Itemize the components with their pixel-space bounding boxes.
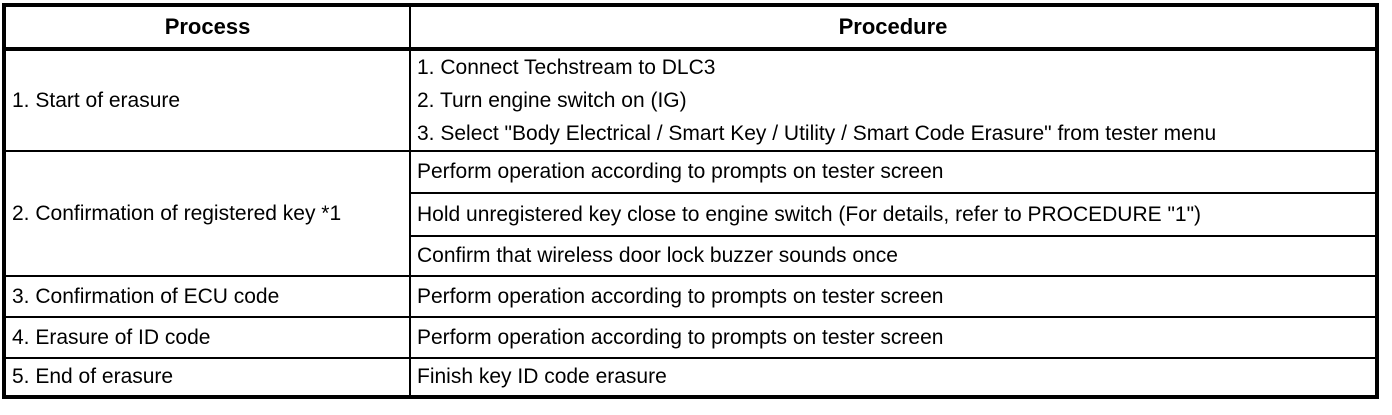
- process-cell: 3. Confirmation of ECU code: [3, 275, 411, 318]
- procedure-step: 1. Connect Techstream to DLC3: [417, 56, 716, 79]
- procedure-cell: Perform operation according to prompts o…: [409, 316, 1378, 359]
- procedure-cell: Perform operation according to prompts o…: [409, 275, 1378, 318]
- procedure-cell: Hold unregistered key close to engine sw…: [409, 192, 1378, 237]
- process-procedure-table: Process Procedure 1. Start of erasure 1.…: [2, 3, 1379, 399]
- process-cell: 2. Confirmation of registered key *1: [3, 150, 411, 277]
- column-header-procedure: Procedure: [409, 4, 1378, 51]
- process-cell: 4. Erasure of ID code: [3, 316, 411, 359]
- table-row: Hold unregistered key close to engine sw…: [4, 192, 1378, 237]
- table-row: 3. Confirmation of ECU code Perform oper…: [3, 275, 1378, 318]
- procedure-cell: Finish key ID code erasure: [409, 357, 1378, 398]
- column-header-process: Process: [3, 4, 411, 51]
- table-row: 5. End of erasure Finish key ID code era…: [3, 357, 1378, 398]
- table-header-row: Process Procedure: [3, 4, 1378, 51]
- process-cell: 5. End of erasure: [3, 357, 411, 398]
- table-row: 4. Erasure of ID code Perform operation …: [3, 316, 1378, 359]
- table-row: 1. Start of erasure 1. Connect Techstrea…: [3, 48, 1378, 152]
- table-row: 2. Confirmation of registered key *1 Per…: [3, 150, 1378, 277]
- process-cell: 1. Start of erasure: [3, 48, 411, 152]
- table-row: Confirm that wireless door lock buzzer s…: [4, 235, 1378, 277]
- procedure-cell: 1. Connect Techstream to DLC3 2. Turn en…: [409, 48, 1378, 152]
- procedure-cell: Perform operation according to prompts o…: [409, 150, 1378, 194]
- procedure-step: 3. Select "Body Electrical / Smart Key /…: [417, 122, 1217, 145]
- procedure-cell: Confirm that wireless door lock buzzer s…: [409, 235, 1378, 277]
- procedure-step: 2. Turn engine switch on (IG): [417, 89, 687, 112]
